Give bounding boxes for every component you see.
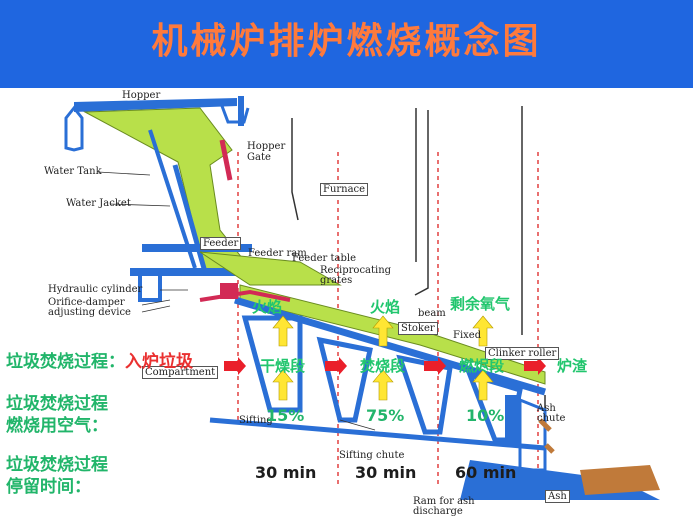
- label-sifting-chute: Sifting chute: [339, 450, 405, 461]
- label-reciprocating-2: grates: [320, 275, 353, 286]
- label-water-jacket: Water Jacket: [66, 198, 131, 209]
- air-percent-burnout: 10%: [466, 406, 505, 425]
- stage-burnout: 燃烬段: [459, 357, 505, 375]
- label-flame-1: 火焰: [252, 298, 283, 316]
- label-ash-box: Ash: [545, 490, 570, 503]
- label-hydraulic-cylinder: Hydraulic cylinder: [48, 284, 143, 295]
- label-orifice-2: adjusting device: [48, 307, 131, 318]
- label-hopper-gate-1: Hopper: [247, 141, 286, 152]
- process-start: 入炉垃圾: [125, 352, 193, 372]
- label-fixed: Fixed: [453, 330, 482, 341]
- label-feeder: Feeder: [200, 237, 242, 250]
- label-feeder-ram: Feeder ram: [248, 248, 307, 259]
- label-ram-2: discharge: [413, 506, 463, 517]
- process-label: 垃圾焚烧过程：: [6, 352, 125, 372]
- label-hopper: Hopper: [122, 90, 161, 101]
- label-ash-chute-1: Ash: [537, 403, 556, 414]
- leader-lines: [97, 171, 376, 431]
- time-burnout: 60 min: [455, 463, 517, 482]
- time-drying: 30 min: [255, 463, 317, 482]
- air-percent-drying: 15%: [266, 406, 305, 425]
- stage-burning: 焚烧段: [360, 357, 406, 375]
- label-furnace: Furnace: [320, 183, 369, 196]
- air-label-1: 垃圾焚烧过程: [6, 394, 108, 414]
- label-residual-oxygen: 剩余氧气: [450, 295, 511, 313]
- label-orifice-1: Orifice-damper: [48, 297, 125, 308]
- time-label-2: 停留时间：: [6, 477, 91, 497]
- label-flame-2: 火焰: [370, 298, 401, 316]
- title-banner: [0, 0, 693, 88]
- label-water-tank: Water Tank: [44, 166, 102, 177]
- label-ram-1: Ram for ash: [413, 496, 475, 507]
- flow-arrows: [224, 357, 546, 375]
- time-label-1: 垃圾焚烧过程: [6, 455, 108, 475]
- label-beam: beam: [418, 308, 446, 319]
- air-percent-burning: 75%: [366, 406, 405, 425]
- grate-structure: [130, 244, 660, 500]
- air-label-2: 燃烧用空气：: [6, 416, 108, 436]
- label-clinker-roller: Clinker roller: [485, 347, 560, 360]
- label-ash-chute-2: chute: [537, 413, 566, 424]
- air-arrows: [272, 315, 494, 401]
- label-stoker: Stoker: [398, 322, 438, 335]
- page-title: 机械炉排炉燃烧概念图: [151, 21, 542, 62]
- stage-drying: 干燥段: [260, 357, 306, 375]
- time-burning: 30 min: [355, 463, 417, 482]
- label-reciprocating-1: Reciprocating: [320, 265, 392, 276]
- process-row: 垃圾焚烧过程：入炉垃圾: [6, 352, 193, 373]
- label-sifting: Sifting: [239, 415, 273, 426]
- hopper-frame: [64, 96, 250, 152]
- stage-slag: 炉渣: [557, 357, 588, 375]
- label-compartment: Compartment: [142, 366, 219, 379]
- label-feeder-table: Feeder table: [292, 253, 357, 264]
- label-hopper-gate-2: Gate: [247, 152, 271, 163]
